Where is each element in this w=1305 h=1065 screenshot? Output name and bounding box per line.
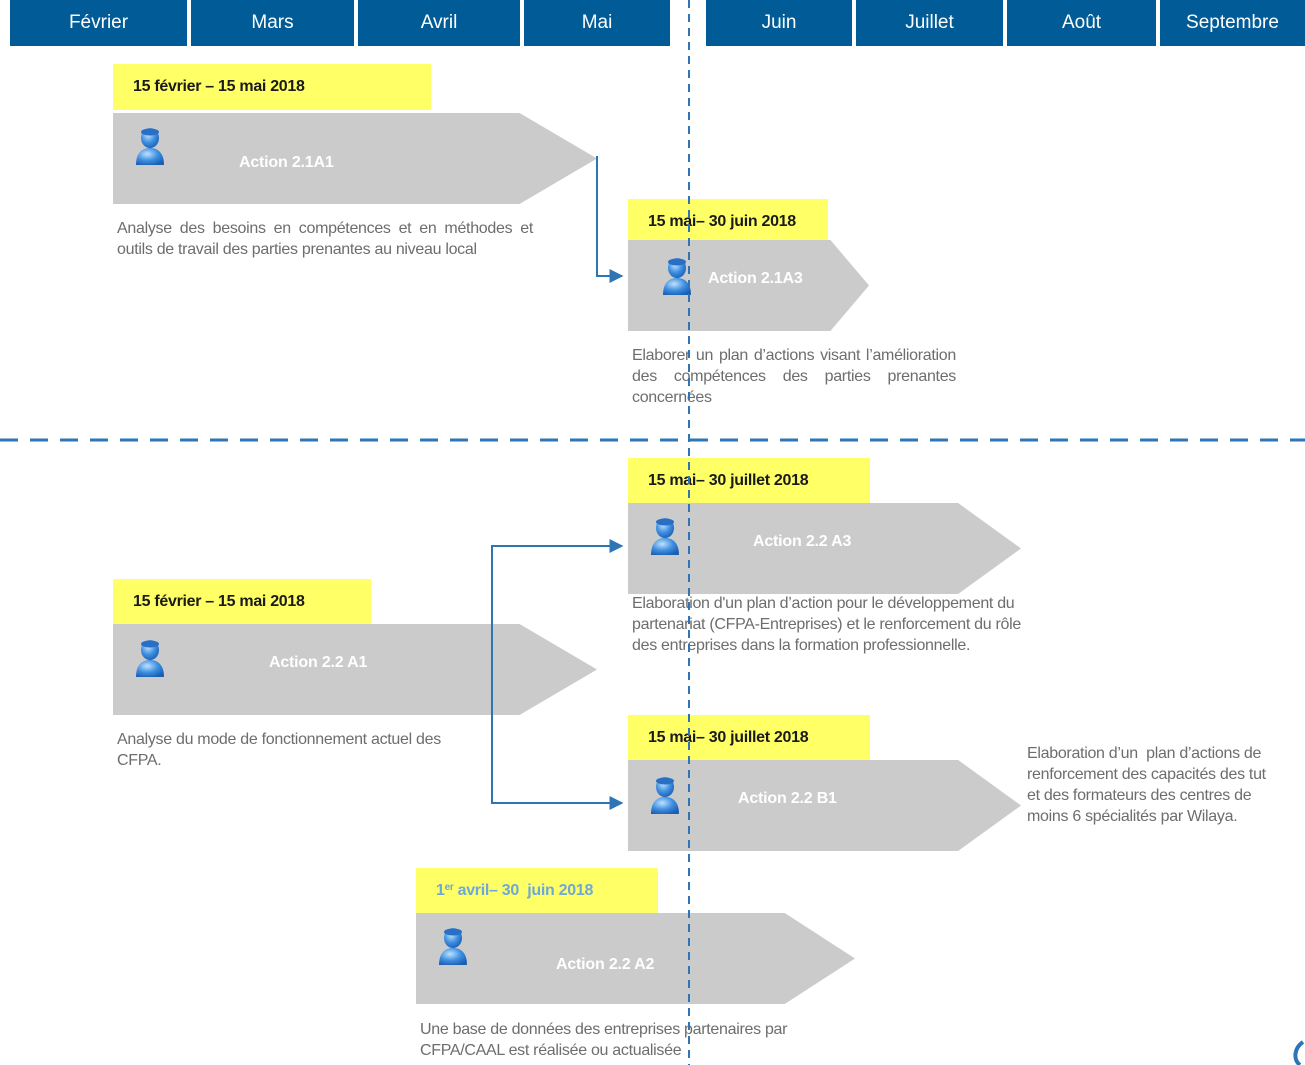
action-label-2-1a1: Action 2.1A1 xyxy=(239,154,334,171)
action-shape-2-2b1 xyxy=(628,760,1021,851)
month-juin: Juin xyxy=(706,0,852,46)
action-desc-2-2b1: Elaboration d’un plan d’actions de renfo… xyxy=(1027,745,1266,825)
month-juillet: Juillet xyxy=(856,0,1003,46)
user-icon xyxy=(133,638,167,678)
user-icon xyxy=(660,256,694,296)
user-icon xyxy=(133,126,167,166)
date-label-2-1a3: 15 mai– 30 juin 2018 xyxy=(628,199,828,245)
connector-arrow-2-2a1-to-2-2b1 xyxy=(491,715,624,810)
action-label-2-2a3: Action 2.2 A3 xyxy=(753,533,852,550)
date-label-2-2a1: 15 février – 15 mai 2018 xyxy=(113,579,371,625)
action-shape-2-2a1 xyxy=(113,624,597,715)
date-rest: avril– 30 juin 2018 xyxy=(453,882,594,899)
logo-fragment-icon xyxy=(1293,1040,1305,1065)
action-desc-2-2a2: Une base de données des entreprises part… xyxy=(420,1021,788,1059)
date-ordinal: er xyxy=(444,881,454,893)
month-mai: Mai xyxy=(524,0,670,46)
user-icon xyxy=(648,775,682,815)
date-label-2-1a1: 15 février – 15 mai 2018 xyxy=(113,64,431,110)
user-icon xyxy=(436,926,470,966)
month-aout: Août xyxy=(1007,0,1156,46)
month-fevrier: Février xyxy=(10,0,187,46)
action-label-2-2a2: Action 2.2 A2 xyxy=(556,956,655,973)
action-desc-2-1a1: Analyse des besoins en compétences et en… xyxy=(117,220,533,258)
connector-arrow-2-1a1-to-2-1a3 xyxy=(596,156,624,283)
action-label-2-1a3: Action 2.1A3 xyxy=(708,270,803,287)
user-icon xyxy=(648,516,682,556)
date-day: 1 xyxy=(436,882,445,899)
connector-arrow-2-2a1-to-2-2a3 xyxy=(491,539,624,715)
month-avril: Avril xyxy=(358,0,520,46)
action-label-2-2a1: Action 2.2 A1 xyxy=(269,654,368,671)
action-desc-2-2a1: Analyse du mode de fonctionnement actuel… xyxy=(117,731,441,769)
action-desc-2-1a3: Elaborer un plan d’actions visant l’amél… xyxy=(632,347,956,406)
month-septembre: Septembre xyxy=(1160,0,1305,46)
action-label-2-2b1: Action 2.2 B1 xyxy=(738,790,837,807)
action-shape-2-1a1 xyxy=(113,113,597,204)
action-shape-2-2a3 xyxy=(628,503,1021,594)
month-mars: Mars xyxy=(191,0,354,46)
action-desc-2-2a3: Elaboration d'un plan d’action pour le d… xyxy=(632,595,1021,654)
action-shape-2-2a2 xyxy=(416,913,855,1004)
